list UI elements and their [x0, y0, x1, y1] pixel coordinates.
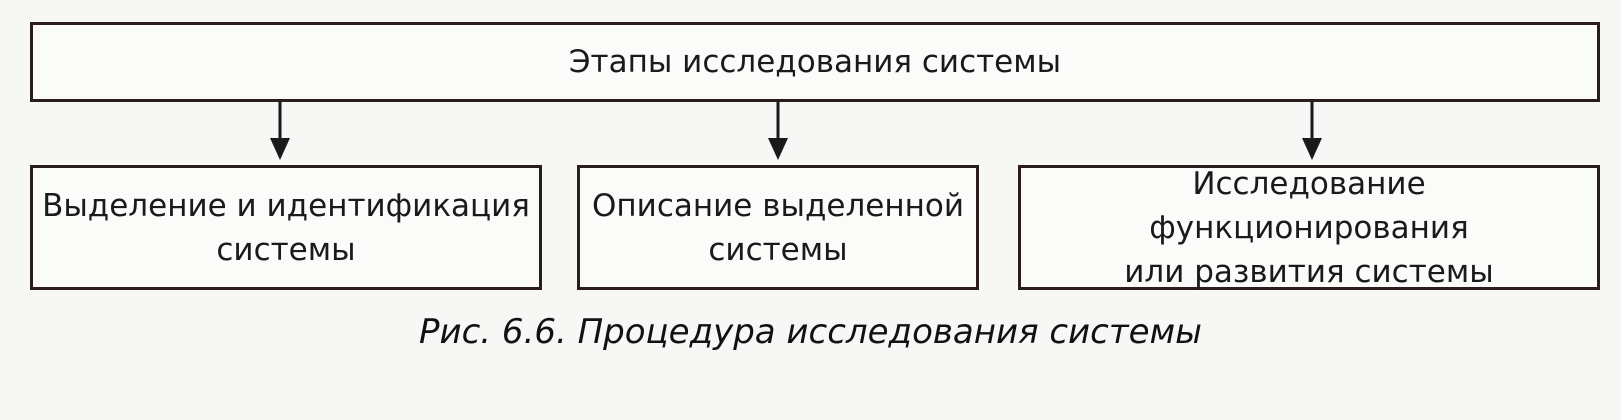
stage-label-functioning-line1: Исследование функционирования: [1149, 165, 1469, 246]
stage-box-description: Описание выделенной системы: [577, 165, 979, 290]
arrow-to-identification: [270, 102, 290, 160]
stage-label-description: Описание выделенной системы: [584, 184, 972, 272]
figure-caption: Рис. 6.6. Процедура исследования системы: [418, 312, 1203, 352]
stage-label-functioning: Исследование функционирования или развит…: [1021, 162, 1597, 294]
stage-label-identification-line1: Выделение и идентификация: [42, 187, 530, 224]
arrow-to-functioning: [1302, 102, 1322, 160]
arrow-to-description: [768, 102, 788, 160]
top-stage-box: Этапы исследования системы: [30, 22, 1600, 102]
stage-label-functioning-line2: или развития системы: [1124, 253, 1494, 290]
top-stage-label: Этапы исследования системы: [568, 44, 1062, 80]
stage-label-description-line2: системы: [708, 231, 848, 268]
stage-label-identification: Выделение и идентификация системы: [34, 184, 538, 272]
stage-label-identification-line2: системы: [216, 231, 356, 268]
stage-box-functioning: Исследование функционирования или развит…: [1018, 165, 1600, 290]
stage-box-identification: Выделение и идентификация системы: [30, 165, 542, 290]
stage-label-description-line1: Описание выделенной: [592, 187, 964, 224]
